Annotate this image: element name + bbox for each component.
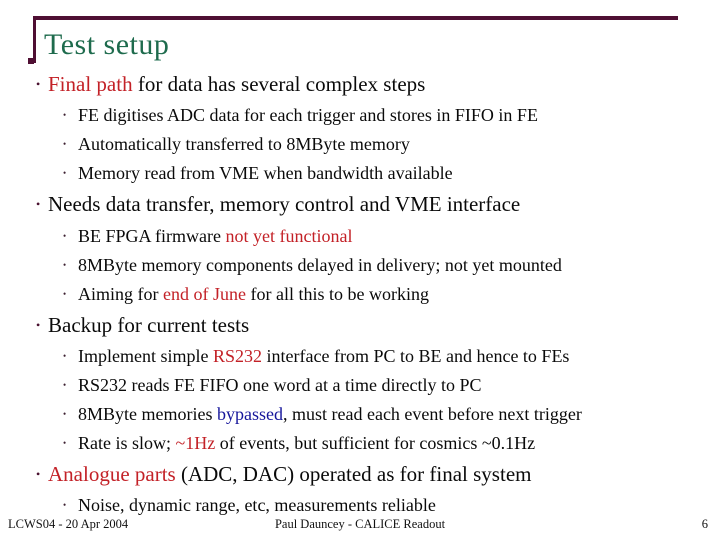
sub-bullet-aiming: • Aiming for end of June for all this to … — [63, 284, 429, 305]
bullet-icon: • — [36, 318, 41, 332]
body-text: Automatically transferred to 8MByte memo… — [78, 134, 410, 154]
highlight-text: bypassed — [216, 404, 283, 424]
footer-page-number: 6 — [701, 517, 708, 531]
bullet-icon: • — [63, 500, 67, 510]
highlight-text: Final path — [48, 72, 133, 96]
bullet-icon: • — [36, 197, 41, 211]
highlight-text: RS232 — [212, 346, 263, 366]
bullet-item-analogue-parts: • Analogue parts (ADC, DAC) operated as f… — [36, 462, 531, 487]
sub-bullet-memory-read: • Memory read from VME when bandwidth ava… — [63, 163, 453, 184]
bullet-icon: • — [63, 168, 67, 178]
body-text: 8MByte memory components delayed in deli… — [78, 255, 562, 275]
highlight-text: ~1Hz — [175, 433, 216, 453]
highlight-text: Analogue parts — [48, 462, 176, 486]
body-text: for data has several complex steps — [132, 72, 426, 96]
bullet-item-final-path: • Final path for data has several complex… — [36, 72, 425, 97]
highlight-text: not yet functional — [225, 226, 353, 246]
bullet-icon: • — [63, 289, 67, 299]
highlight-text: end of June — [163, 284, 246, 304]
body-text: of events, but sufficient for cosmics ~0… — [215, 433, 536, 453]
body-text: BE FPGA firmware — [78, 226, 226, 246]
bullet-icon: • — [63, 351, 67, 361]
bullet-icon: • — [63, 409, 67, 419]
body-text: for all this to be working — [245, 284, 429, 304]
body-text: (ADC, DAC) operated as for final system — [175, 462, 532, 486]
body-text: Noise, dynamic range, etc, measurements … — [78, 495, 436, 515]
body-text: Implement simple — [78, 346, 213, 366]
sub-bullet-be-fpga: • BE FPGA firmware not yet functional — [63, 226, 352, 247]
bullet-item-needs-transfer: • Needs data transfer, memory control and… — [36, 192, 520, 217]
sub-bullet-memory-delayed: • 8MByte memory components delayed in del… — [63, 255, 562, 276]
bullet-icon: • — [63, 380, 67, 390]
sub-bullet-rs232-reads: • RS232 reads FE FIFO one word at a time … — [63, 375, 481, 396]
bullet-icon: • — [63, 139, 67, 149]
body-text: Backup for current tests — [48, 313, 250, 337]
footer-conference-date: LCWS04 - 20 Apr 2004 — [8, 517, 129, 531]
bullet-icon: • — [63, 110, 67, 120]
body-text: RS232 reads FE FIFO one word at a time d… — [78, 375, 482, 395]
sub-bullet-implement-rs232: • Implement simple RS232 interface from P… — [63, 346, 569, 367]
body-text: FE digitises ADC data for each trigger a… — [78, 105, 538, 125]
body-text: Rate is slow; — [78, 433, 176, 453]
body-text: interface from PC to BE and hence to FEs — [262, 346, 570, 366]
sub-bullet-noise: • Noise, dynamic range, etc, measurements… — [63, 495, 436, 516]
title-accent-line — [33, 16, 678, 20]
slide-footer: LCWS04 - 20 Apr 2004 Paul Dauncey - CALI… — [0, 515, 720, 535]
body-text: Memory read from VME when bandwidth avai… — [78, 163, 453, 183]
bullet-icon: • — [63, 231, 67, 241]
sub-bullet-fe-digitises: • FE digitises ADC data for each trigger … — [63, 105, 538, 126]
body-text: 8MByte memories — [78, 404, 217, 424]
body-text: , must read each event before next trigg… — [282, 404, 582, 424]
bullet-icon: • — [36, 77, 41, 91]
bullet-icon: • — [36, 467, 41, 481]
body-text: Needs data transfer, memory control and … — [48, 192, 521, 216]
body-text: Aiming for — [78, 284, 163, 304]
slide-title: Test setup — [44, 28, 170, 61]
footer-author-title: Paul Dauncey - CALICE Readout — [274, 517, 446, 531]
bullet-icon: • — [63, 438, 67, 448]
title-accent-vertical-line — [33, 16, 36, 63]
bullet-icon: • — [63, 260, 67, 270]
sub-bullet-rate-slow: • Rate is slow; ~1Hz of events, but suffi… — [63, 433, 535, 454]
title-accent-square — [28, 58, 34, 64]
sub-bullet-auto-transfer: • Automatically transferred to 8MByte mem… — [63, 134, 410, 155]
sub-bullet-memories-bypassed: • 8MByte memories bypassed, must read eac… — [63, 404, 582, 425]
bullet-item-backup: • Backup for current tests — [36, 313, 249, 338]
